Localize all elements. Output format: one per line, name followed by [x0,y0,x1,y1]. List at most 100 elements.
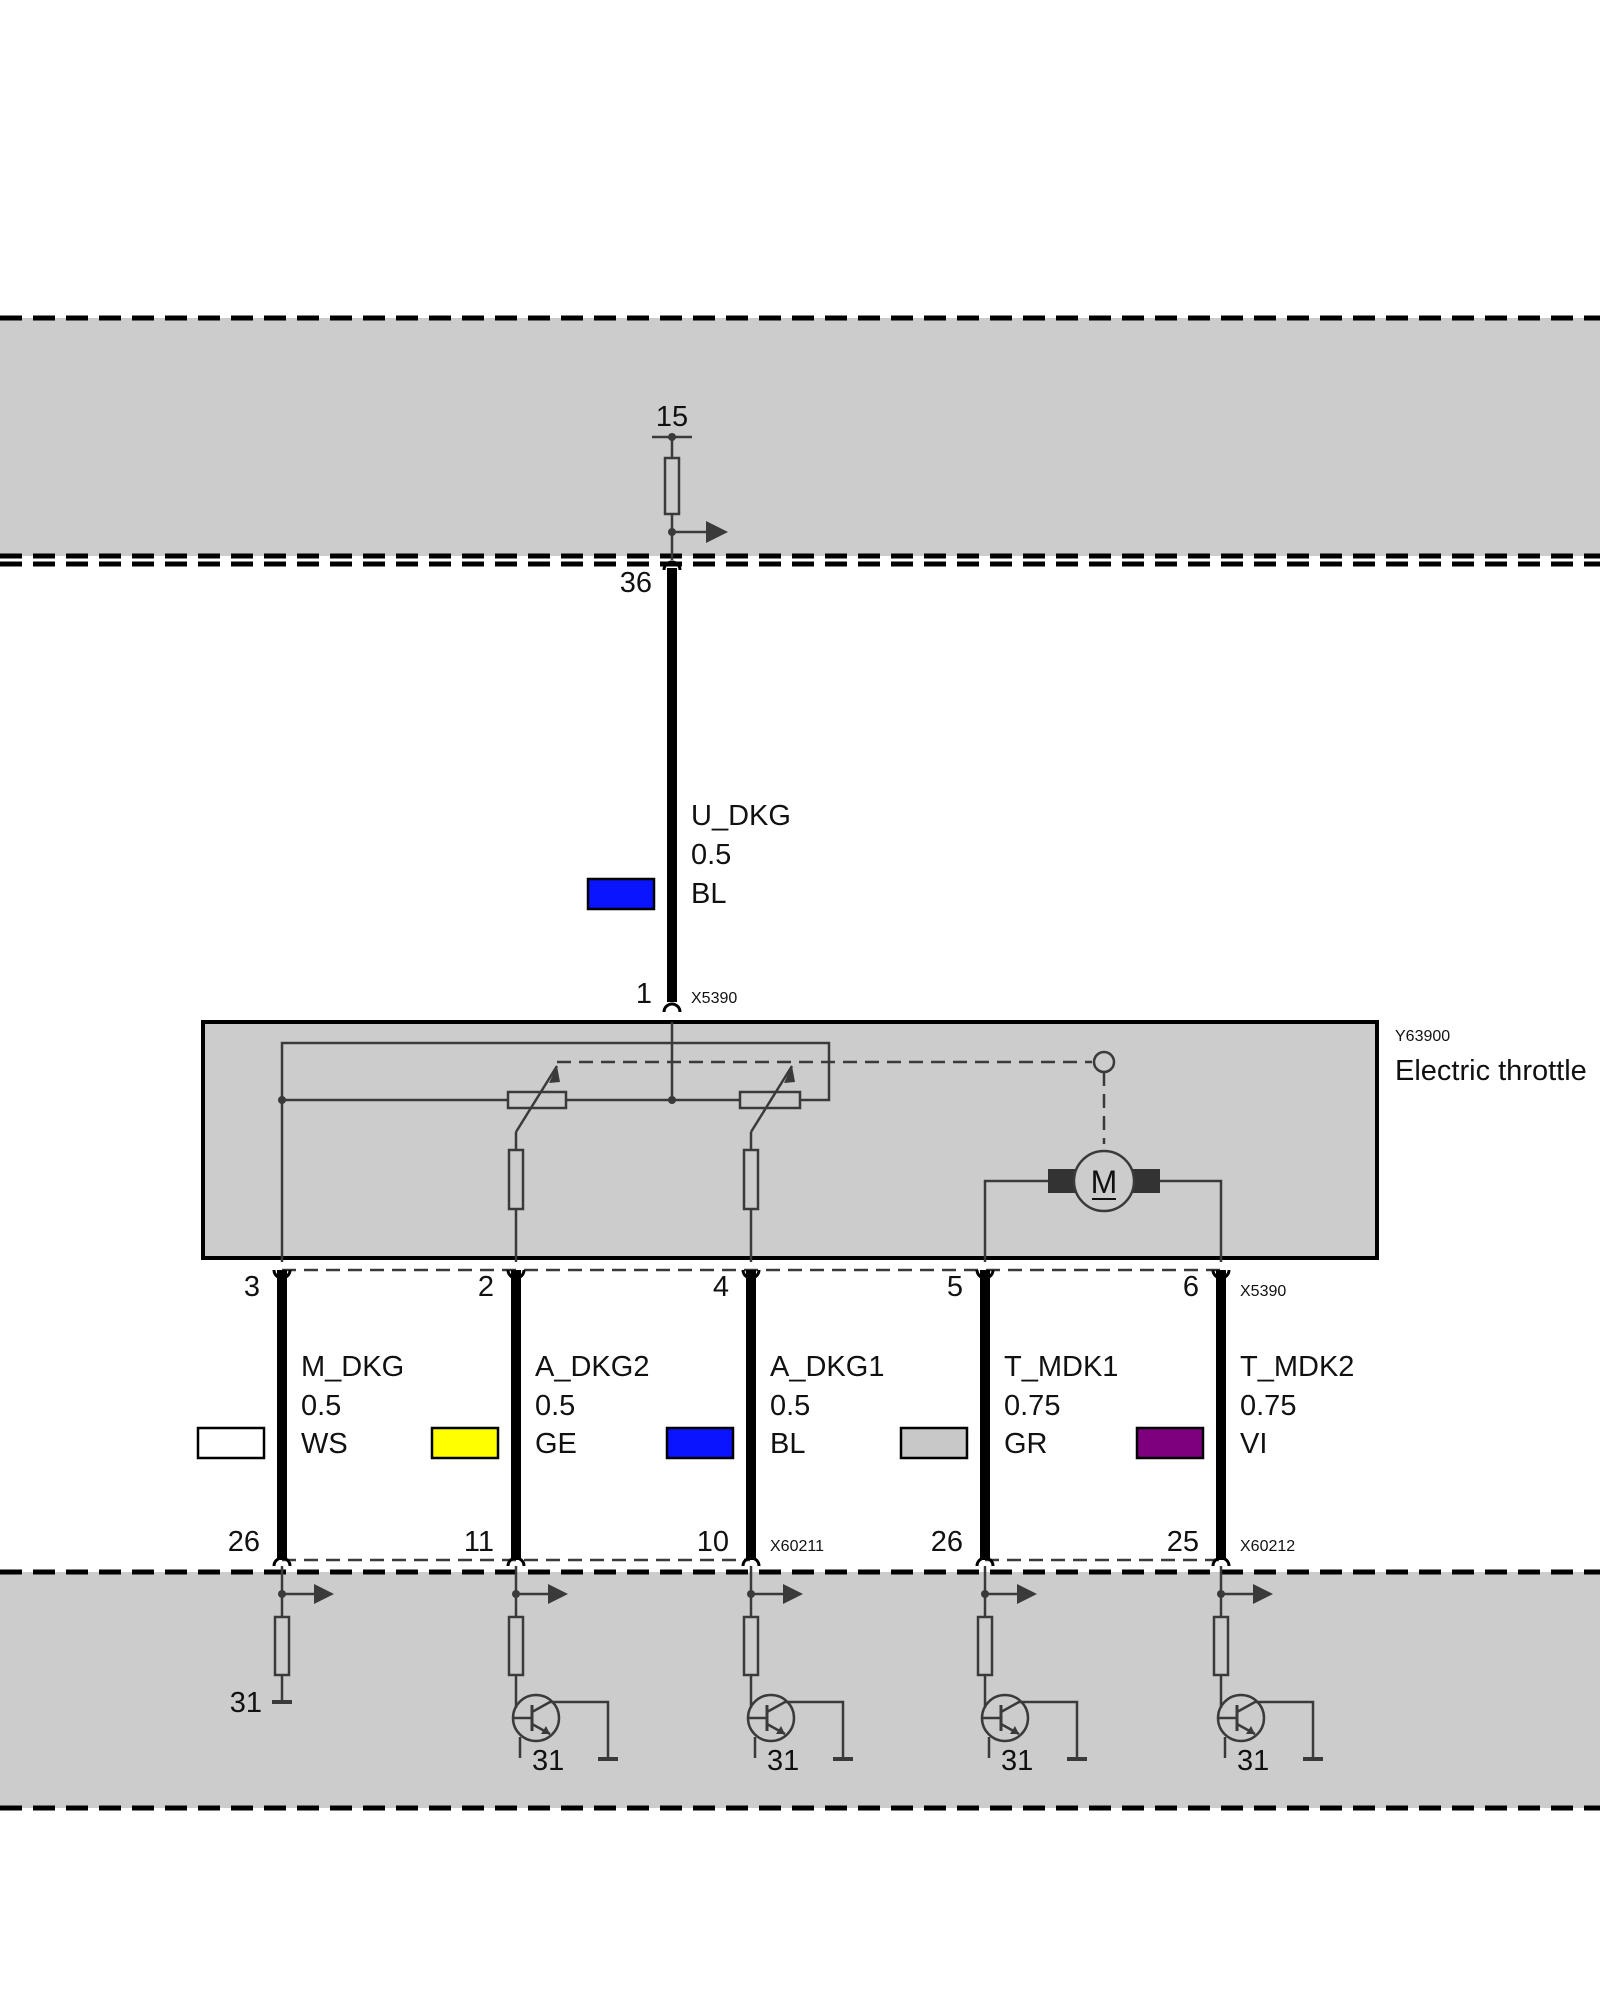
ecu-resistor [742,1615,760,1677]
component-housing[interactable] [201,1020,1379,1260]
bottom-control-module [0,1569,1600,1811]
component-pin-label: 3 [244,1271,260,1303]
transistor-emitter-arrow-icon [1010,1726,1019,1734]
wire-color-code-label: VI [1240,1428,1267,1460]
supply-wire-connector: X5390 [691,990,737,1007]
supply-wire-signal: U_DKG [691,800,791,832]
transistor-emitter-arrow-icon [776,1726,785,1734]
component-pin-label: 4 [713,1271,729,1303]
component-name: Electric throttle [1395,1055,1587,1087]
ecu-pin-label: 10 [697,1526,729,1558]
wire-color-swatch [430,1426,500,1460]
ground-node [278,1096,286,1104]
wire-groups: 326M_DKG0.5WS31211A_DKG20.5GE31410A_DKG1… [196,1269,1354,1777]
ecu-connector-right: X60212 [1240,1538,1295,1555]
top-pin-terminal [662,560,682,571]
ecu-resistor [507,1615,525,1677]
wire-bottom-terminal [506,1556,526,1567]
supply-wire-component-pin: 1 [636,978,652,1010]
transistor-collector [766,1700,845,1757]
ground-terminal-label: 31 [532,1745,564,1777]
supply-internal-node [668,1096,676,1104]
supply-wire-color-code: BL [691,878,726,910]
transistor-collector [531,1700,610,1757]
potentiometer-1-arrow-icon [784,1066,795,1083]
wire-gauge-label: 0.75 [1004,1390,1060,1422]
transistor-icon [1216,1693,1266,1743]
component-bottom-connector: X5390 [1240,1283,1286,1300]
ecu-pin-label: 26 [931,1526,963,1558]
potentiometer-1-wiper [749,1065,794,1133]
wire-bottom-terminal [975,1556,995,1567]
ecu-resistor [273,1615,291,1677]
ecu-signal-arrow-icon [783,1584,803,1604]
ecu-signal-arrow-icon [1017,1584,1037,1604]
wire-color-swatch [1135,1426,1205,1460]
ecu-connector-left: X60211 [770,1538,824,1555]
wire-gauge-label: 0.5 [535,1390,575,1422]
component-id: Y63900 [1395,1028,1450,1045]
supply-wire-color-swatch [586,877,656,911]
ecu-pin-label: 26 [228,1526,260,1558]
component-pin-label: 6 [1183,1271,1199,1303]
potentiometer-2-wiper [514,1065,559,1133]
wire-signal-label: M_DKG [301,1351,404,1383]
transistor-emitter-arrow-icon [541,1726,550,1734]
transistor-emitter-arrow-icon [1246,1726,1255,1734]
wire-signal-label: A_DKG2 [535,1351,649,1383]
ground-terminal-label: 31 [230,1687,262,1719]
wire-color-code-label: BL [770,1428,805,1460]
transistor-collector [1000,1700,1079,1757]
transistor-icon [511,1693,561,1743]
motor-icon [1072,1149,1136,1213]
ground-terminal-label: 31 [1237,1745,1269,1777]
supply-wire-group: U_DKG 0.5 BL 1 X5390 [586,560,791,1013]
transistor-icon [746,1693,796,1743]
ecu-pin-label: 11 [464,1526,494,1558]
ecu-signal-arrow-icon [314,1584,334,1604]
wire-color-swatch [665,1426,735,1460]
wire-bottom-terminal [741,1556,761,1567]
electric-throttle-component: Y63900 Electric throttle M [201,1020,1587,1262]
potentiometer-2-arrow-icon [549,1066,560,1083]
transistor-icon [980,1693,1030,1743]
transistor-collector [1236,1700,1315,1757]
wire-color-swatch [899,1426,969,1460]
pullup-resistor [663,456,681,516]
ecu-signal-arrow-icon [1253,1584,1273,1604]
wire-color-code-label: GE [535,1428,577,1460]
wire-color-swatch [196,1426,266,1460]
bottom-module-background [0,1572,1600,1808]
motor-lead-left [983,1179,1048,1262]
signal-tap-arrow-icon [706,521,728,543]
ecu-resistor [976,1615,994,1677]
ground-terminal-label: 31 [1001,1745,1033,1777]
supply-wire-end-terminal [662,1002,682,1013]
supply-terminal-label: 15 [656,401,688,433]
ground-bus [280,1041,831,1262]
wire-signal-label: A_DKG1 [770,1351,884,1383]
motor-lead-right [1160,1179,1223,1262]
ground-terminal-label: 31 [767,1745,799,1777]
wire-signal-label: T_MDK2 [1240,1351,1354,1383]
ecu-signal-arrow-icon [548,1584,568,1604]
wire-bottom-terminal [1211,1556,1231,1567]
top-module-pin-label: 36 [620,567,652,599]
wire-gauge-label: 0.75 [1240,1390,1296,1422]
top-module-background [0,318,1600,556]
wire-bottom-terminal [272,1556,292,1567]
potentiometer-1-series-resistor [742,1148,760,1211]
wire-color-code-label: WS [301,1428,348,1460]
wire-color-code-label: GR [1004,1428,1048,1460]
ecu-resistor [1212,1615,1230,1677]
ecu-pin-label: 25 [1167,1526,1199,1558]
wire-group: 2 11 A_DKG2 0.5GE 31 [430,1269,649,1777]
motor-label: M [1091,1164,1118,1200]
component-pin-label: 2 [478,1271,494,1303]
